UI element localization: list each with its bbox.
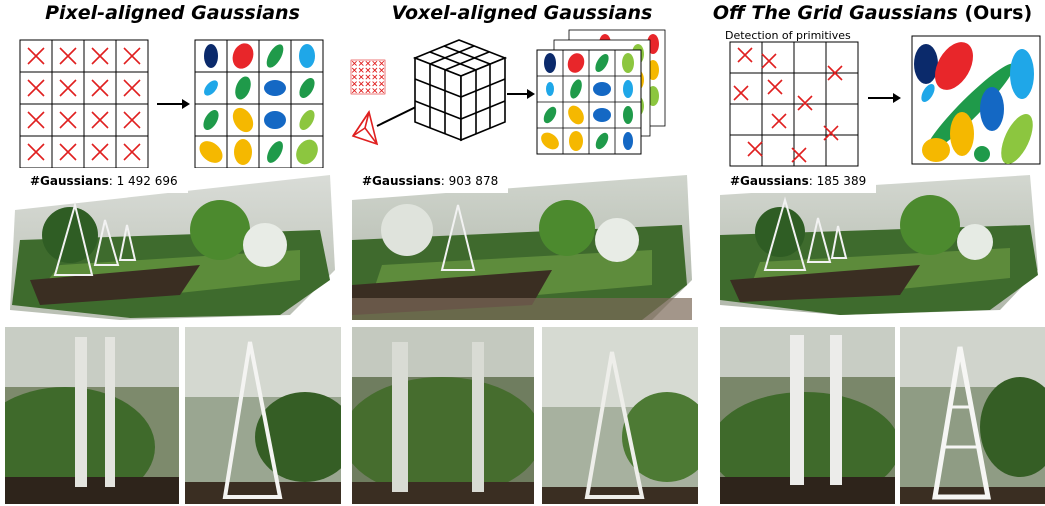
gaussian-count-ours: #Gaussians: 185 389	[720, 170, 877, 193]
scene-render-voxel	[352, 175, 692, 320]
crop-pixel-left	[5, 327, 179, 504]
small-cross-mark	[379, 67, 385, 73]
voxel-cube-icon	[412, 39, 508, 142]
small-cross-grid	[350, 59, 386, 95]
cross-mark	[123, 79, 141, 97]
pixel-grid-gaussians	[194, 39, 324, 168]
small-cross-mark	[358, 74, 364, 80]
scene-render-pixel	[10, 175, 335, 320]
small-cross-mark	[365, 67, 371, 73]
small-cross-mark	[365, 74, 371, 80]
detection-label: Detection of primitives	[725, 29, 851, 42]
cross-mark	[59, 79, 77, 97]
small-cross-mark	[379, 60, 385, 66]
pixel-grid-crosses	[19, 39, 149, 168]
count-label: #Gaussians	[362, 174, 441, 188]
scene-render-ours	[720, 175, 1038, 315]
small-cross-mark	[372, 88, 378, 94]
title-main: Off The Grid Gaussians	[712, 2, 958, 24]
column-title-ours: Off The Grid Gaussians (Ours)	[700, 2, 1045, 24]
crop-voxel-left	[352, 327, 534, 504]
count-value: : 185 389	[808, 174, 867, 188]
column-voxel-aligned: Voxel-aligned Gaussians	[347, 0, 698, 506]
crop-ours-left	[720, 327, 895, 504]
cross-mark	[27, 143, 45, 161]
cross-mark	[59, 111, 77, 129]
cross-mark	[91, 47, 109, 65]
column-title-voxel: Voxel-aligned Gaussians	[391, 2, 653, 24]
cross-mark	[27, 47, 45, 65]
small-cross-mark	[351, 81, 357, 87]
count-value: : 1 492 696	[108, 174, 178, 188]
small-cross-mark	[379, 88, 385, 94]
cross-mark	[91, 79, 109, 97]
off-grid-crosses	[729, 41, 859, 167]
count-value: : 903 878	[440, 174, 499, 188]
cross-mark	[27, 79, 45, 97]
small-cross-mark	[358, 60, 364, 66]
column-off-the-grid: Off The Grid Gaussians (Ours) Detection …	[700, 0, 1045, 506]
voxel-arrow-icon	[507, 89, 535, 99]
free-gaussians	[911, 35, 1041, 165]
gaussian-count-voxel: #Gaussians: 903 878	[352, 170, 509, 193]
cross-mark	[59, 143, 77, 161]
small-cross-mark	[372, 81, 378, 87]
voxel-grid-stack	[536, 29, 666, 155]
crop-pixel-right	[185, 327, 341, 504]
count-label: #Gaussians	[730, 174, 809, 188]
small-cross-mark	[372, 60, 378, 66]
column-title-pixel: Pixel-aligned Gaussians	[45, 2, 300, 24]
off-grid-diagram: Detection of primitives	[725, 29, 1041, 167]
cross-mark	[27, 111, 45, 129]
small-cross-mark	[379, 81, 385, 87]
small-cross-mark	[372, 74, 378, 80]
crop-ours-right	[900, 327, 1045, 504]
small-cross-mark	[358, 67, 364, 73]
small-cross-mark	[351, 67, 357, 73]
small-cross-mark	[365, 88, 371, 94]
column-pixel-aligned: Pixel-aligned Gaussians	[0, 0, 345, 506]
count-label: #Gaussians	[30, 174, 109, 188]
title-suffix: (Ours)	[957, 2, 1033, 24]
cross-mark	[59, 47, 77, 65]
off-grid-arrow-icon	[868, 93, 901, 103]
small-cross-mark	[351, 60, 357, 66]
small-cross-mark	[372, 67, 378, 73]
cross-mark	[123, 111, 141, 129]
small-cross-mark	[358, 81, 364, 87]
cross-mark	[123, 47, 141, 65]
small-cross-mark	[351, 88, 357, 94]
pixel-arrow-icon	[157, 99, 190, 109]
small-cross-mark	[365, 81, 371, 87]
pixel-aligned-diagram	[19, 39, 324, 168]
small-cross-mark	[351, 74, 357, 80]
cross-mark	[123, 143, 141, 161]
camera-frustum-icon	[351, 110, 379, 146]
cross-mark	[91, 111, 109, 129]
crop-voxel-right	[542, 327, 698, 504]
cross-mark	[91, 143, 109, 161]
gaussian-count-pixel: #Gaussians: 1 492 696	[20, 170, 188, 193]
small-cross-mark	[358, 88, 364, 94]
small-cross-mark	[365, 60, 371, 66]
voxel-aligned-diagram	[350, 29, 666, 155]
small-cross-mark	[379, 74, 385, 80]
